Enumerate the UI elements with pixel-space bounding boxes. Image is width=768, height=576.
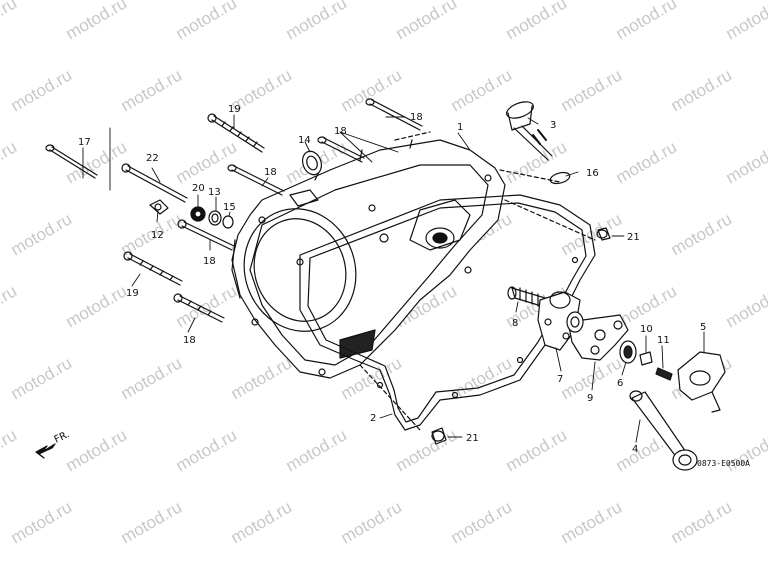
- oil-filler-cap: [506, 101, 553, 161]
- seal: [619, 340, 637, 364]
- watermark-text: motod.ru: [283, 0, 351, 43]
- watermark-text: motod.ru: [338, 497, 406, 547]
- watermark-text: motod.ru: [8, 497, 76, 547]
- watermark-text: motod.ru: [723, 0, 768, 43]
- callout-5: 5: [700, 322, 706, 333]
- callout-21-bottom: 21: [466, 433, 479, 444]
- watermark-text: motod.ru: [63, 281, 131, 331]
- callout-1: 1: [457, 122, 463, 133]
- watermark-text: motod.ru: [173, 281, 241, 331]
- watermark-text: motod.ru: [668, 65, 736, 115]
- bearing-plate: [566, 311, 629, 361]
- cover-gasket: [299, 194, 596, 431]
- watermark-text: motod.ru: [173, 137, 241, 187]
- watermark-text: motod.ru: [63, 0, 131, 43]
- callout-labels: 1 2 3 4 5 6 7 8 9 10 11 12 13 14 15 16 1…: [78, 104, 706, 455]
- watermark-text: motod.ru: [118, 497, 186, 547]
- watermark-text: motod.ru: [558, 497, 626, 547]
- watermark-text: motod.ru: [0, 425, 20, 475]
- callout-22: 22: [146, 153, 159, 164]
- watermark-text: motod.ru: [613, 137, 681, 187]
- callout-15: 15: [223, 202, 236, 213]
- bolts: [45, 98, 423, 323]
- washer-and-pin: [639, 351, 673, 381]
- watermark-text: motod.ru: [723, 281, 768, 331]
- watermark-text: motod.ru: [448, 497, 516, 547]
- watermark-text: motod.ru: [668, 497, 736, 547]
- watermark-text: motod.ru: [503, 137, 571, 187]
- callout-9: 9: [587, 393, 593, 404]
- watermark-text: motod.ru: [0, 281, 20, 331]
- callout-20: 20: [192, 183, 205, 194]
- front-direction-label: FR.: [53, 429, 72, 446]
- watermark-text: motod.ru: [503, 425, 571, 475]
- watermark-text: motod.ru: [0, 0, 20, 43]
- watermark-text: motod.ru: [63, 425, 131, 475]
- watermark-text: motod.ru: [8, 209, 76, 259]
- callout-19-top: 19: [228, 104, 241, 115]
- callout-17: 17: [78, 137, 91, 148]
- watermark-text: motod.ru: [393, 0, 461, 43]
- watermark-text: motod.ru: [558, 65, 626, 115]
- watermark-text: motod.ru: [228, 353, 296, 403]
- callout-18-bottom: 18: [183, 335, 196, 346]
- watermark-text: motod.ru: [283, 425, 351, 475]
- callout-2: 2: [370, 413, 376, 424]
- callout-6: 6: [617, 378, 623, 389]
- watermark-text: motod.ru: [448, 65, 516, 115]
- watermark-text: motod.ru: [613, 0, 681, 43]
- watermark-text: motod.ru: [173, 425, 241, 475]
- o-ring: [549, 171, 571, 185]
- watermark-text: motod.ru: [0, 137, 20, 187]
- callout-12: 12: [151, 230, 164, 241]
- callout-11: 11: [657, 335, 670, 346]
- callout-4: 4: [632, 444, 638, 455]
- leader-lines: [82, 114, 705, 443]
- crankcase-cover: [231, 131, 596, 431]
- watermark-text: motod.ru: [228, 497, 296, 547]
- watermark-text: motod.ru: [503, 0, 571, 43]
- callout-13: 13: [208, 187, 221, 198]
- small-parts: [149, 199, 234, 229]
- callout-8: 8: [512, 318, 518, 329]
- callout-21-right: 21: [627, 232, 640, 243]
- watermark-text: motod.ru: [118, 353, 186, 403]
- watermark-text: motod.ru: [8, 65, 76, 115]
- watermark-text: motod.ru: [8, 353, 76, 403]
- callout-19-bottom: 19: [126, 288, 139, 299]
- front-direction-arrow: [35, 443, 56, 459]
- diagram-code: 0873-E0500A: [697, 459, 750, 468]
- plate: [537, 291, 581, 351]
- callout-18-top: 18: [410, 112, 423, 123]
- watermark-text: motod.ru: [63, 137, 131, 187]
- callout-18-mid: 18: [334, 126, 347, 137]
- watermark-text: motod.ru: [393, 425, 461, 475]
- oil-seal: [301, 150, 323, 176]
- callout-18-upper-left: 18: [264, 167, 277, 178]
- callout-14: 14: [298, 135, 311, 146]
- watermark-text: motod.ru: [668, 209, 736, 259]
- callout-7: 7: [557, 374, 563, 385]
- watermark-text: motod.ru: [338, 65, 406, 115]
- callout-16: 16: [586, 168, 599, 179]
- kick-lever: [677, 351, 726, 413]
- dowel-pins: [431, 227, 611, 445]
- watermark-text: motod.ru: [723, 137, 768, 187]
- callout-3: 3: [550, 120, 556, 131]
- watermark-text: motod.ru: [118, 65, 186, 115]
- watermark-text: motod.ru: [173, 0, 241, 43]
- callout-18-left: 18: [203, 256, 216, 267]
- kick-arm: [629, 390, 698, 471]
- callout-10: 10: [640, 324, 653, 335]
